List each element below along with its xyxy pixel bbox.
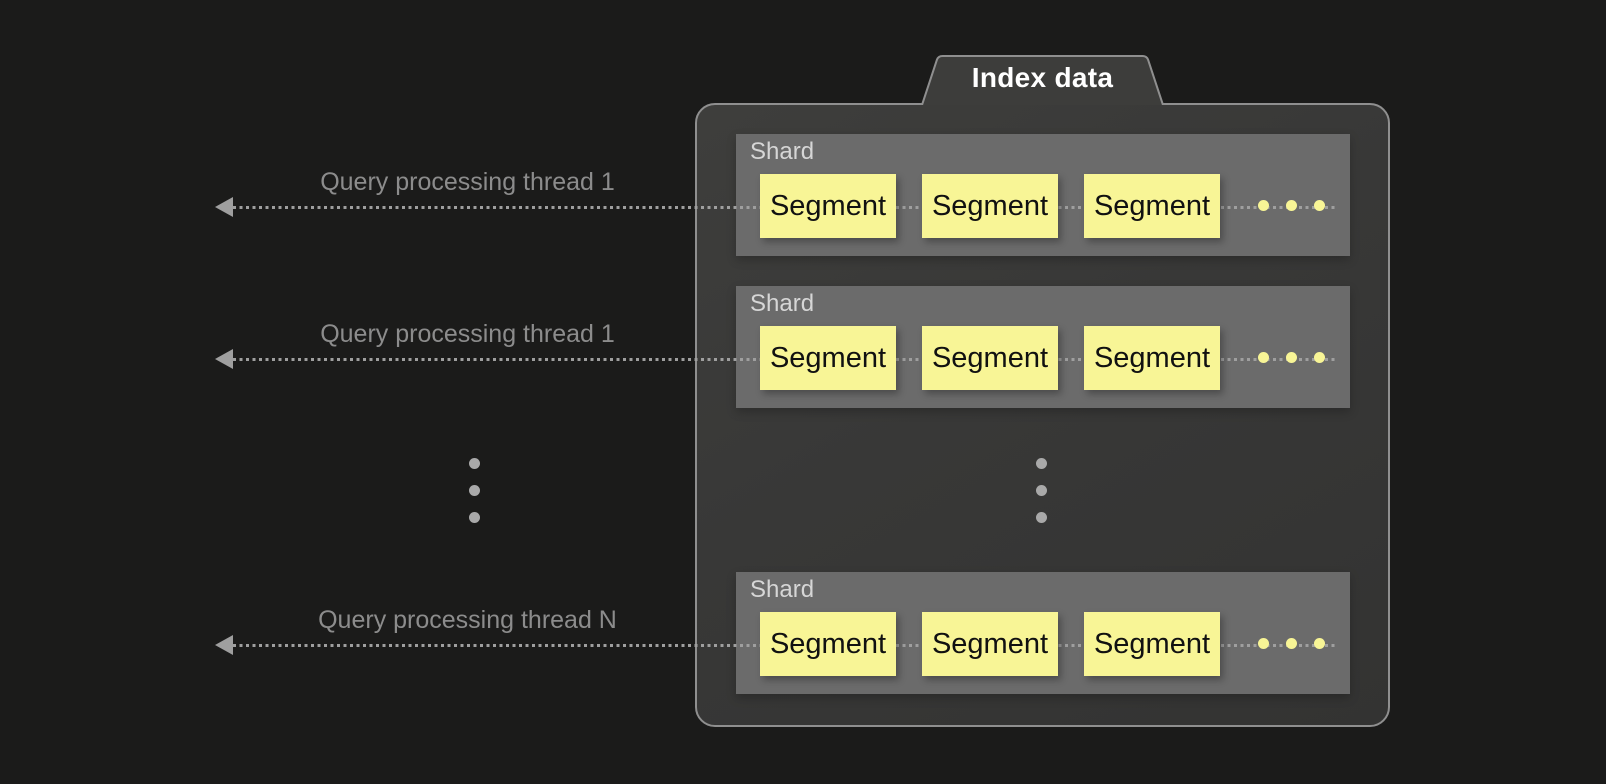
segment-box: Segment [760,326,896,390]
ellipsis-dot [1036,458,1047,469]
arrow-left-icon [215,349,233,369]
index-data-tab [921,55,1164,105]
ellipsis-dot [1258,200,1269,211]
horizontal-ellipsis-icon [1258,638,1325,649]
ellipsis-dot [469,512,480,523]
ellipsis-dot [469,485,480,496]
shard-box-2: Shard Segment Segment Segment [736,286,1350,408]
shard-label: Shard [750,290,815,317]
shard-label: Shard [750,576,815,603]
shard-box-1: Shard Segment Segment Segment [736,134,1350,256]
thread-label: Query processing thread 1 [320,168,615,196]
ellipsis-dot [1314,200,1325,211]
segment-box: Segment [922,174,1058,238]
segment-box: Segment [760,612,896,676]
arrow-left-icon [215,197,233,217]
shard-box-3: Shard Segment Segment Segment [736,572,1350,694]
ellipsis-dot [1286,200,1297,211]
thread-label: Query processing thread N [318,606,617,634]
panel-title: Index data [971,62,1114,93]
shard-label: Shard [750,138,815,165]
ellipsis-dot [1314,638,1325,649]
ellipsis-dot [1258,352,1269,363]
horizontal-ellipsis-icon [1258,200,1325,211]
segment-box: Segment [922,326,1058,390]
vertical-ellipsis-icon [1036,458,1047,523]
ellipsis-dot [1314,352,1325,363]
thread-label: Query processing thread 1 [320,320,615,348]
vertical-ellipsis-icon [469,458,480,523]
ellipsis-dot [1036,512,1047,523]
segment-box: Segment [760,174,896,238]
segment-box: Segment [1084,612,1220,676]
ellipsis-dot [1286,638,1297,649]
segment-box: Segment [1084,326,1220,390]
ellipsis-dot [1036,485,1047,496]
segment-box: Segment [922,612,1058,676]
index-data-panel: Shard Segment Segment Segment Shard Segm… [695,103,1390,727]
ellipsis-dot [469,458,480,469]
arrow-left-icon [215,635,233,655]
segment-box: Segment [1084,174,1220,238]
ellipsis-dot [1286,352,1297,363]
horizontal-ellipsis-icon [1258,352,1325,363]
ellipsis-dot [1258,638,1269,649]
